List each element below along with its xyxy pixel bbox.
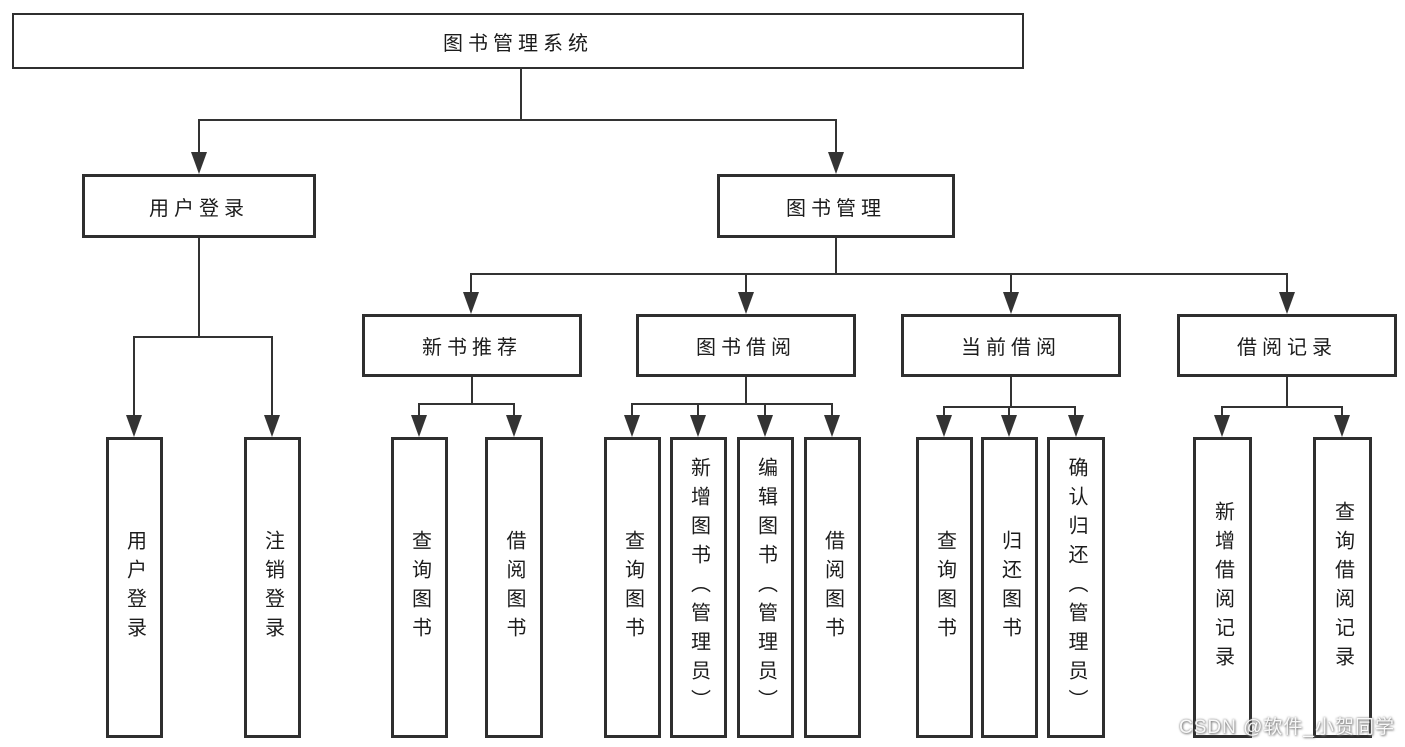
node-current-borrow: 当前借阅	[901, 314, 1121, 377]
node-label: 借阅图书	[503, 529, 525, 646]
node-label: 新增图书（管理员）	[687, 457, 710, 718]
connector-line	[697, 403, 699, 417]
node-user-login: 用户登录	[82, 174, 316, 238]
leaf-confirm-return-admin: 确认归还（管理员）	[1047, 437, 1105, 738]
arrow-down-icon	[1003, 292, 1019, 314]
connector-line	[631, 403, 633, 417]
node-label: 注销登录	[261, 529, 284, 646]
node-borrow-records: 借阅记录	[1177, 314, 1397, 377]
arrow-down-icon	[624, 415, 640, 437]
arrow-down-icon	[738, 292, 754, 314]
connector-line	[1341, 406, 1343, 417]
arrow-down-icon	[757, 415, 773, 437]
connector-line	[133, 336, 135, 417]
connector-line	[1010, 377, 1012, 407]
connector-line	[470, 273, 472, 294]
connector-line	[943, 406, 945, 417]
leaf-borrow-books: 借阅图书	[804, 437, 861, 738]
leaf-query-borrow-record: 查询借阅记录	[1313, 437, 1372, 738]
connector-line	[198, 238, 200, 337]
node-label: 借阅记录	[1237, 337, 1337, 359]
connector-line	[745, 273, 747, 294]
connector-line	[513, 403, 515, 417]
connector-line	[471, 377, 473, 404]
arrow-down-icon	[1214, 415, 1230, 437]
leaf-add-book-admin: 新增图书（管理员）	[670, 437, 727, 738]
connector-line	[520, 67, 522, 120]
node-label: 查询图书	[933, 529, 956, 646]
connector-line	[418, 403, 515, 405]
arrow-down-icon	[1334, 415, 1350, 437]
arrow-down-icon	[936, 415, 952, 437]
connector-line	[745, 377, 747, 404]
arrow-down-icon	[191, 152, 207, 174]
connector-line	[1221, 406, 1223, 417]
leaf-query-books-recommend: 查询图书	[391, 437, 448, 738]
connector-line	[835, 238, 837, 274]
node-label: 新书推荐	[422, 337, 522, 359]
connector-line	[198, 119, 200, 154]
node-book-management: 图书管理	[717, 174, 955, 238]
node-label: 用户登录	[123, 529, 146, 646]
node-label: 查询借阅记录	[1331, 500, 1354, 675]
node-label: 图书管理系统	[443, 32, 593, 55]
connector-line	[1286, 273, 1288, 294]
node-label: 借阅图书	[821, 529, 844, 646]
arrow-down-icon	[411, 415, 427, 437]
leaf-add-borrow-record: 新增借阅记录	[1193, 437, 1252, 738]
leaf-query-books-current: 查询图书	[916, 437, 973, 738]
connector-line	[271, 336, 273, 417]
node-library-system: 图书管理系统	[12, 13, 1024, 69]
leaf-edit-book-admin: 编辑图书（管理员）	[737, 437, 794, 738]
leaf-query-books-borrow: 查询图书	[604, 437, 661, 738]
node-label: 当前借阅	[961, 337, 1061, 359]
leaf-logout: 注销登录	[244, 437, 301, 738]
connector-line	[835, 119, 837, 154]
connector-line	[198, 119, 837, 121]
connector-line	[1286, 377, 1288, 407]
arrow-down-icon	[1279, 292, 1295, 314]
node-book-borrow: 图书借阅	[636, 314, 856, 377]
arrow-down-icon	[126, 415, 142, 437]
connector-line	[831, 403, 833, 417]
arrow-down-icon	[828, 152, 844, 174]
node-label: 归还图书	[998, 529, 1021, 646]
node-label: 查询图书	[408, 529, 431, 646]
connector-line	[1074, 406, 1076, 417]
watermark-text: CSDN @软件_小贺同学	[1179, 717, 1395, 738]
leaf-borrow-books-recommend: 借阅图书	[485, 437, 543, 738]
arrow-down-icon	[690, 415, 706, 437]
arrow-down-icon	[264, 415, 280, 437]
connector-line	[1010, 273, 1012, 294]
node-label: 图书借阅	[696, 337, 796, 359]
node-label: 确认归还（管理员）	[1065, 457, 1087, 718]
arrow-down-icon	[824, 415, 840, 437]
node-label: 用户登录	[149, 197, 249, 220]
connector-line	[470, 273, 1288, 275]
arrow-down-icon	[1068, 415, 1084, 437]
node-label: 新增借阅记录	[1211, 500, 1234, 675]
node-label: 图书管理	[786, 197, 886, 220]
connector-line	[764, 403, 766, 417]
connector-line	[1008, 406, 1010, 417]
node-new-book-recommend: 新书推荐	[362, 314, 582, 377]
connector-line	[631, 403, 833, 405]
connector-line	[1221, 406, 1343, 408]
leaf-return-book: 归还图书	[981, 437, 1038, 738]
leaf-user-login: 用户登录	[106, 437, 163, 738]
connector-line	[418, 403, 420, 417]
arrow-down-icon	[463, 292, 479, 314]
arrow-down-icon	[506, 415, 522, 437]
arrow-down-icon	[1001, 415, 1017, 437]
connector-line	[133, 336, 273, 338]
node-label: 编辑图书（管理员）	[754, 457, 777, 718]
node-label: 查询图书	[621, 529, 644, 646]
